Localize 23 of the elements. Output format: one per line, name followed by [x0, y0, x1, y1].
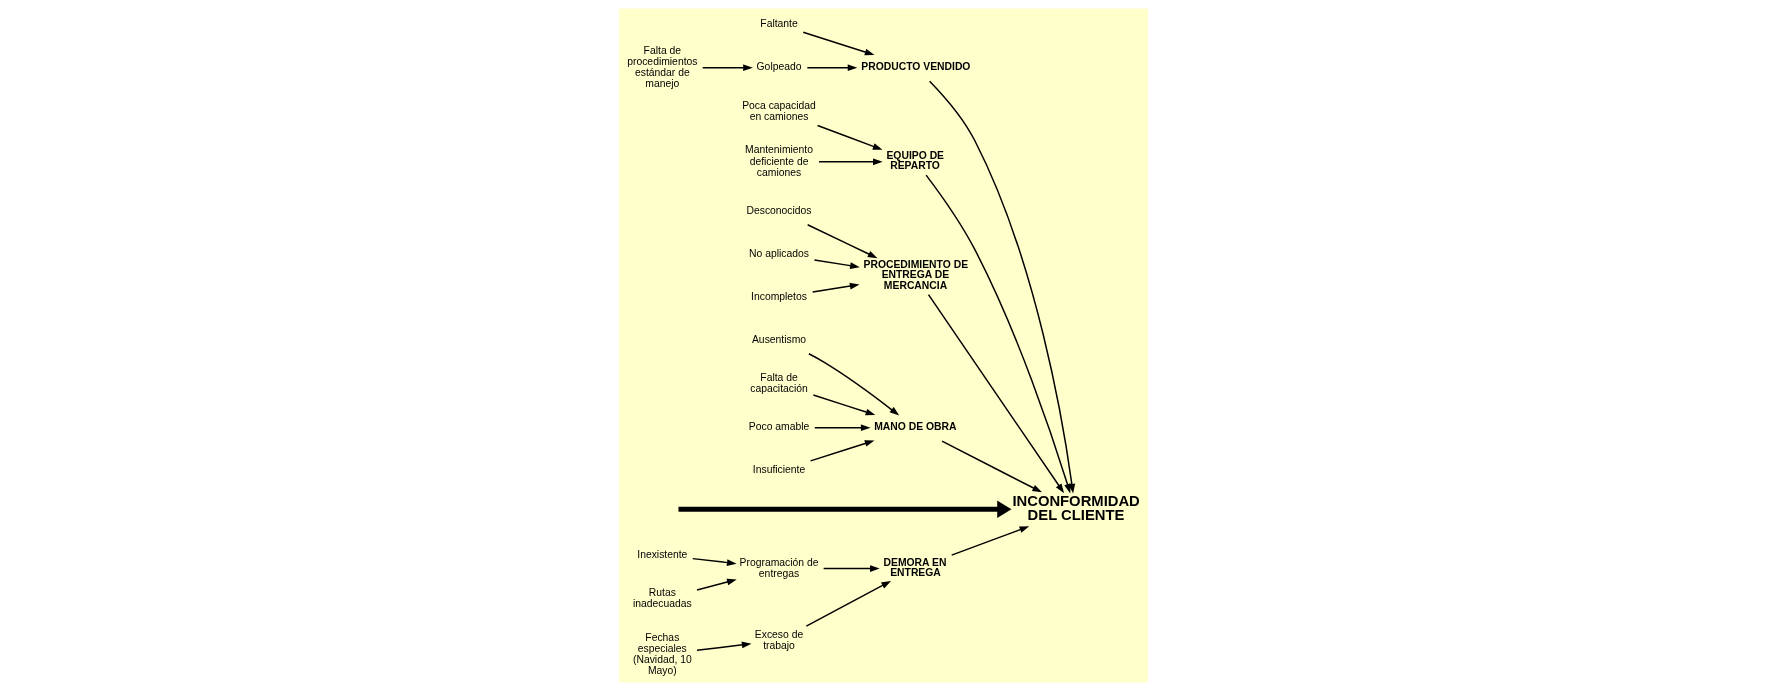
- node-text: MANO DE OBRA: [874, 420, 957, 432]
- node-text: Faltante: [760, 18, 798, 30]
- node-text: Exceso de trabajo: [754, 628, 804, 651]
- node-text: Insuficiente: [752, 464, 806, 476]
- node-text: No aplicados: [749, 248, 809, 260]
- node-text: Falta de capacitación: [750, 372, 808, 395]
- node-text: Poco amable: [748, 421, 810, 433]
- node-text: Mantenimiento deficiente de camiones: [745, 144, 814, 178]
- node-text: Ausentismo: [751, 334, 807, 346]
- node-text: INCONFORMIDAD DEL CLIENTE: [1012, 492, 1140, 524]
- node-text: Golpeado: [756, 61, 802, 73]
- node-text: Inexistente: [637, 548, 688, 560]
- node-text: Programación de entregas: [739, 556, 819, 579]
- node-text: Incompletos: [751, 291, 807, 303]
- node-text: PRODUCTO VENDIDO: [861, 60, 971, 72]
- node-text: Rutas inadecuadas: [632, 587, 692, 610]
- node-text: Poca capacidad en camiones: [742, 99, 816, 122]
- node-text: Fechas especiales (Navidad, 10 Mayo): [632, 631, 692, 676]
- node-text: PROCEDIMIENTO DE ENTREGA DE MERCANCIA: [863, 258, 969, 291]
- node-text: EQUIPO DE REPARTO: [886, 149, 945, 172]
- node-text: DEMORA EN ENTREGA: [883, 556, 947, 579]
- node-text: Desconocidos: [746, 205, 812, 217]
- node-text: Falta de procedimientos estándar de manejo: [627, 44, 698, 90]
